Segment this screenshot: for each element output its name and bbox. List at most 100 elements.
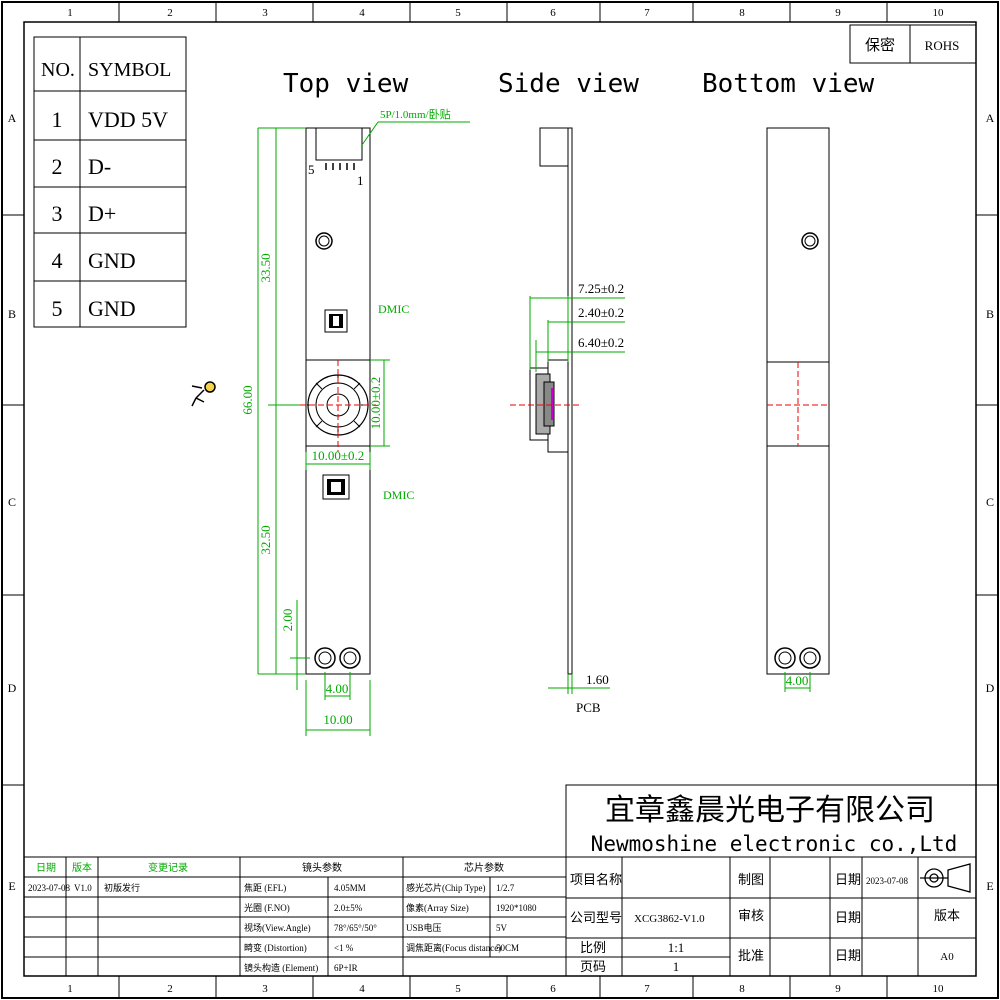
date-label: 日期: [835, 910, 861, 925]
mount-hole: [801, 232, 819, 250]
lens-param-value: 2.0±5%: [334, 903, 363, 913]
side-view-dimensions: [529, 296, 625, 694]
pin-symbol: D-: [88, 154, 111, 179]
pin-no: 4: [52, 248, 63, 273]
top-right-box: 保密 ROHS: [849, 24, 977, 64]
mount-hole: [799, 647, 821, 669]
pcb-label: PCB: [576, 700, 601, 715]
chip-param-label: 调焦距离(Focus distance): [406, 942, 501, 953]
row-label: A: [8, 111, 17, 125]
chip-param-value: 1920*1080: [496, 903, 537, 913]
dim-lens-width: 10.00±0.2: [312, 448, 365, 463]
dmic-component: [322, 474, 350, 500]
revision-row: 2023-07-08 V1.0 初版发行: [28, 882, 140, 893]
col-label: 10: [933, 7, 945, 19]
dim-hole: 2.00: [280, 609, 295, 632]
version-value: A0: [940, 951, 954, 963]
lens-params-title: 镜头参数: [302, 861, 342, 874]
col-label: 4: [359, 7, 365, 19]
mount-hole: [774, 647, 796, 669]
side-view-dimension-text: 7.25±0.2 2.40±0.2 6.40±0.2 1.60 PCB: [576, 281, 624, 715]
lens-param-label: 视场(View.Angle): [244, 922, 311, 933]
col-label: 7: [644, 7, 650, 19]
row-label: C: [986, 495, 994, 509]
confidential-label: 保密: [865, 37, 895, 54]
mount-hole: [314, 647, 336, 669]
bottom-view-title: Bottom view: [702, 69, 875, 99]
top-view-dimensions: [257, 121, 470, 736]
review-label: 审核: [738, 908, 764, 923]
pin-symbol: GND: [88, 296, 136, 321]
side-view: [510, 127, 580, 675]
col-label: 6: [550, 7, 556, 19]
mount-hole: [339, 647, 361, 669]
lens-param-label: 畸变 (Distortion): [244, 942, 307, 953]
pin-no: 1: [52, 107, 63, 132]
company-name-cn: 宜章鑫晨光电子有限公司: [605, 794, 935, 827]
col-label: 8: [739, 983, 745, 995]
rev-header-change: 变更记录: [148, 861, 188, 874]
chip-param-value: 5V: [496, 923, 508, 933]
page-label: 页码: [580, 959, 606, 974]
pin-symbol: GND: [88, 248, 136, 273]
col-label: 3: [262, 7, 268, 19]
row-label: C: [8, 495, 16, 509]
date-label: 日期: [835, 872, 861, 887]
row-label: D: [986, 681, 995, 695]
col-label: 5: [455, 983, 461, 995]
model-label: 公司型号: [570, 910, 622, 925]
title-block: [24, 784, 977, 976]
chip-params: 感光芯片(Chip Type) 1/2.7 像素(Array Size) 192…: [406, 882, 537, 953]
col-label: 1: [67, 7, 73, 19]
col-label: 10: [933, 983, 945, 995]
chip-params-title: 芯片参数: [464, 861, 504, 874]
col-label: 4: [359, 983, 365, 995]
frame-column-labels-top: 1 2 3 4 5 6 7 8 9 10: [67, 7, 944, 19]
dim-lens-height: 10.00±0.2: [368, 377, 383, 430]
connector-pin5-label: 5: [308, 162, 315, 177]
col-label: 9: [835, 983, 841, 995]
scale-value: 1:1: [668, 940, 685, 955]
chip-param-label: 感光芯片(Chip Type): [406, 882, 485, 893]
chip-param-label: 像素(Array Size): [406, 902, 469, 913]
col-label: 3: [262, 983, 268, 995]
usb-connector: [315, 127, 363, 161]
projection-symbol-icon: [920, 863, 971, 893]
lens-param-label: 镜头构造 (Element): [244, 962, 318, 973]
dim-side-b: 2.40±0.2: [578, 305, 624, 320]
dim-hole-spacing: 4.00: [326, 681, 349, 696]
col-label: 5: [455, 7, 461, 19]
page-value: 1: [673, 959, 680, 974]
dim-upper: 33.50: [258, 253, 273, 282]
lens-param-value: <1 %: [334, 943, 354, 953]
pin-table-header-symbol: SYMBOL: [88, 59, 171, 81]
rev-date: 2023-07-08: [28, 883, 70, 893]
scale-label: 比例: [580, 940, 606, 955]
row-label: B: [8, 307, 16, 321]
company-name-en: Newmoshine electronic co.,Ltd: [591, 832, 958, 856]
info-block: 项目名称 公司型号 XCG3862-V1.0 比例 1:1 页码 1 制图 审核…: [570, 872, 960, 974]
col-label: 9: [835, 7, 841, 19]
draw-label: 制图: [738, 872, 764, 887]
connector-note: 5P/1.0mm/卧贴: [380, 107, 451, 121]
col-label: 8: [739, 7, 745, 19]
pin-no: 5: [52, 296, 63, 321]
row-label: D: [8, 681, 17, 695]
person-icon: [191, 381, 216, 407]
lens-param-value: 6P+IR: [334, 963, 358, 973]
dmic-label-upper: DMIC: [378, 302, 409, 316]
col-label: 2: [167, 7, 173, 19]
approve-label: 批准: [738, 948, 764, 963]
frame-row-labels: A B C D E A B C D E: [8, 111, 995, 893]
model-value: XCG3862-V1.0: [634, 913, 705, 925]
dmic-label-lower: DMIC: [383, 488, 414, 502]
col-label: 2: [167, 983, 173, 995]
row-label: A: [986, 111, 995, 125]
side-view-title: Side view: [498, 69, 639, 99]
chip-param-label: USB电压: [406, 922, 442, 933]
date-value: 2023-07-08: [866, 876, 908, 886]
revision-header: 日期 版本 变更记录: [36, 861, 188, 874]
chip-param-value: 1/2.7: [496, 883, 515, 893]
